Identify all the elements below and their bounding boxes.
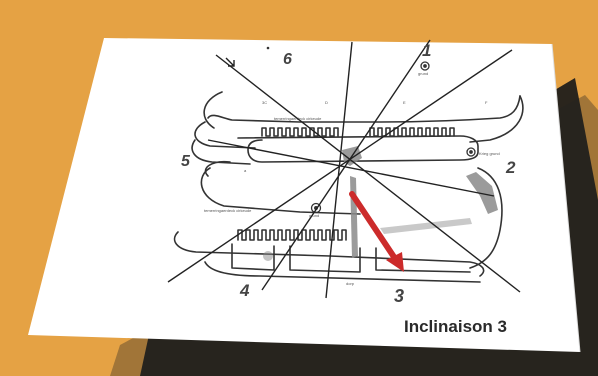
number-4: 4 — [239, 281, 250, 300]
label-lower-title: temerringaerdeck cirkeude — [204, 208, 252, 213]
card — [28, 38, 580, 352]
label-upper-symbol: grund — [418, 71, 428, 76]
label-bottom: dorp — [346, 281, 355, 286]
ring-right-dot — [470, 151, 472, 153]
label-col-c: 3C — [262, 100, 267, 105]
dot-mark — [267, 47, 270, 50]
caption: Inclinaison 3 — [404, 317, 507, 336]
label-right-symbol: Krieg grund — [479, 151, 500, 156]
number-1: 1 — [422, 41, 431, 60]
number-3: 3 — [394, 286, 404, 306]
number-5: 5 — [181, 153, 191, 170]
number-2: 2 — [505, 158, 516, 177]
number-6: 6 — [283, 51, 292, 68]
hatch-lower-left — [263, 251, 273, 261]
label-col-e: E — [403, 100, 406, 105]
ring-top-dot — [424, 65, 426, 67]
label-col-d: D — [325, 100, 328, 105]
